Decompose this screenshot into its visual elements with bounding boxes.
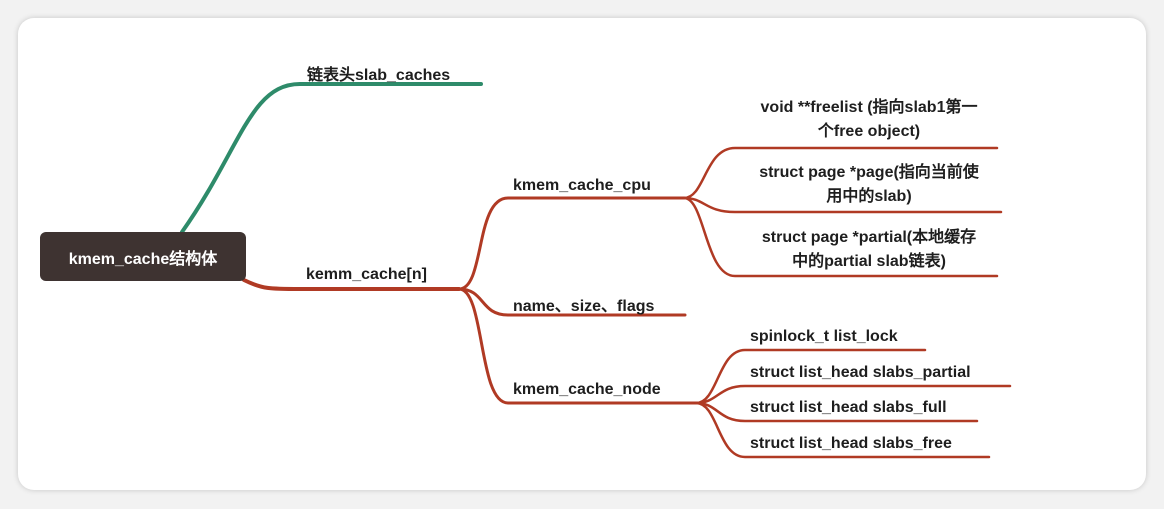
node-kmem-cache-cpu[interactable]: kmem_cache_cpu [513, 177, 651, 194]
node-partial-line2: 中的partial slab链表) [792, 253, 946, 270]
node-slabs-free[interactable]: struct list_head slabs_free [750, 435, 952, 452]
root-node-label: kmem_cache结构体 [68, 250, 218, 268]
node-kemm-cache[interactable]: kemm_cache[n] [306, 266, 427, 283]
node-freelist[interactable]: void **freelist (指向slab1第一 个free object) [738, 96, 1000, 144]
node-kmem-cache-node[interactable]: kmem_cache_node [513, 381, 661, 398]
connector-cpu-partial [682, 196, 999, 278]
node-page[interactable]: struct page *page(指向当前使 用中的slab) [738, 161, 1000, 209]
connector-node-slabs-free [694, 401, 991, 459]
connector-root-kemm-cache [242, 278, 461, 291]
node-name-size-flags[interactable]: name、size、flags [513, 298, 655, 315]
connector-kemm-name [457, 287, 687, 317]
node-list-lock[interactable]: spinlock_t list_lock [750, 328, 898, 345]
connector-node-list-lock [694, 348, 927, 405]
node-partial-line1: struct page *partial(本地缓存 [761, 229, 977, 246]
connector-cpu-page [682, 196, 1003, 214]
node-freelist-line2: 个free object) [817, 123, 921, 140]
node-freelist-line1: void **freelist (指向slab1第一 [760, 99, 978, 116]
node-page-line2: 用中的slab) [826, 188, 912, 205]
connector-kemm-cpu [457, 196, 686, 291]
node-slabs-partial[interactable]: struct list_head slabs_partial [750, 364, 971, 381]
node-page-line1: struct page *page(指向当前使 [759, 164, 979, 181]
root-node[interactable]: kmem_cache结构体 [40, 232, 246, 281]
node-slabs-full[interactable]: struct list_head slabs_full [750, 399, 947, 416]
connector-cpu-freelist [682, 146, 999, 200]
connector-kemm-node [457, 287, 698, 405]
connector-root-slab-caches [180, 82, 483, 234]
node-slab-caches[interactable]: 链表头slab_caches [307, 67, 451, 84]
node-partial[interactable]: struct page *partial(本地缓存 中的partial slab… [738, 226, 1000, 274]
